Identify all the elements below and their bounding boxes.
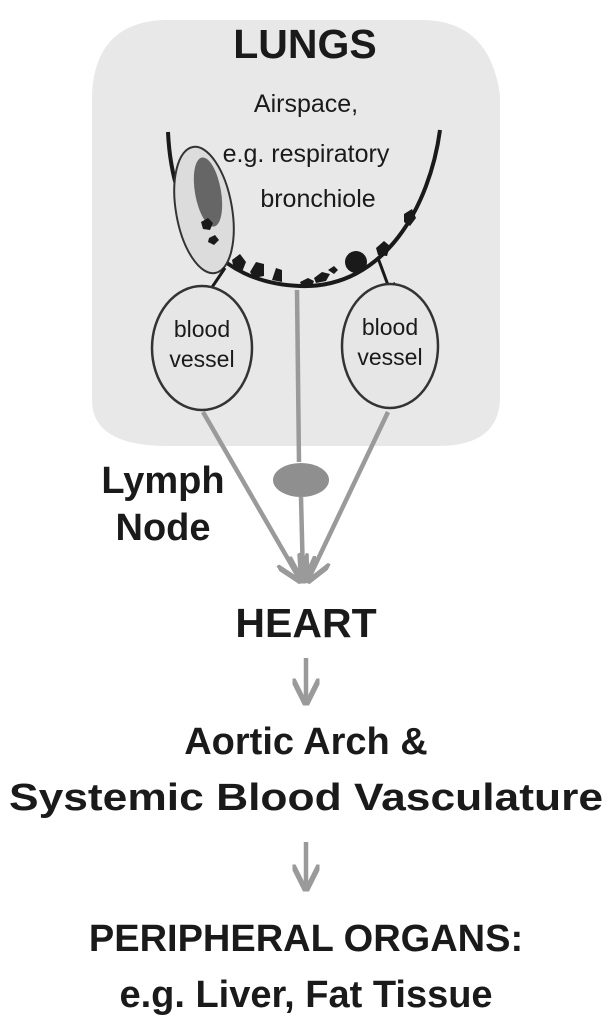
lungs-title: LUNGS: [233, 21, 377, 67]
peripheral-line-1: PERIPHERAL ORGANS:: [89, 918, 523, 960]
airspace-line-2: e.g. respiratory: [223, 140, 390, 168]
left-vessel-line-2: vessel: [169, 346, 234, 372]
airspace-line-1: Airspace,: [254, 90, 358, 118]
aorta-line-2: Systemic Blood Vasculature: [9, 777, 603, 819]
lymph-label-line-2: Node: [116, 507, 211, 549]
airspace-line-3: bronchiole: [260, 185, 375, 213]
lymph-label-line-1: Lymph: [101, 460, 224, 502]
arrow-node-to-heart: [301, 497, 303, 578]
aorta-line-1: Aortic Arch &: [184, 721, 428, 763]
heart-label: HEART: [235, 600, 376, 646]
peripheral-line-2: e.g. Liver, Fat Tissue: [119, 974, 492, 1016]
arrow-airspace-to-node: [297, 290, 299, 462]
lymph-node: [273, 463, 329, 497]
left-vessel-line-1: blood: [174, 316, 230, 342]
right-vessel-line-2: vessel: [357, 344, 422, 370]
right-vessel-line-1: blood: [362, 314, 418, 340]
